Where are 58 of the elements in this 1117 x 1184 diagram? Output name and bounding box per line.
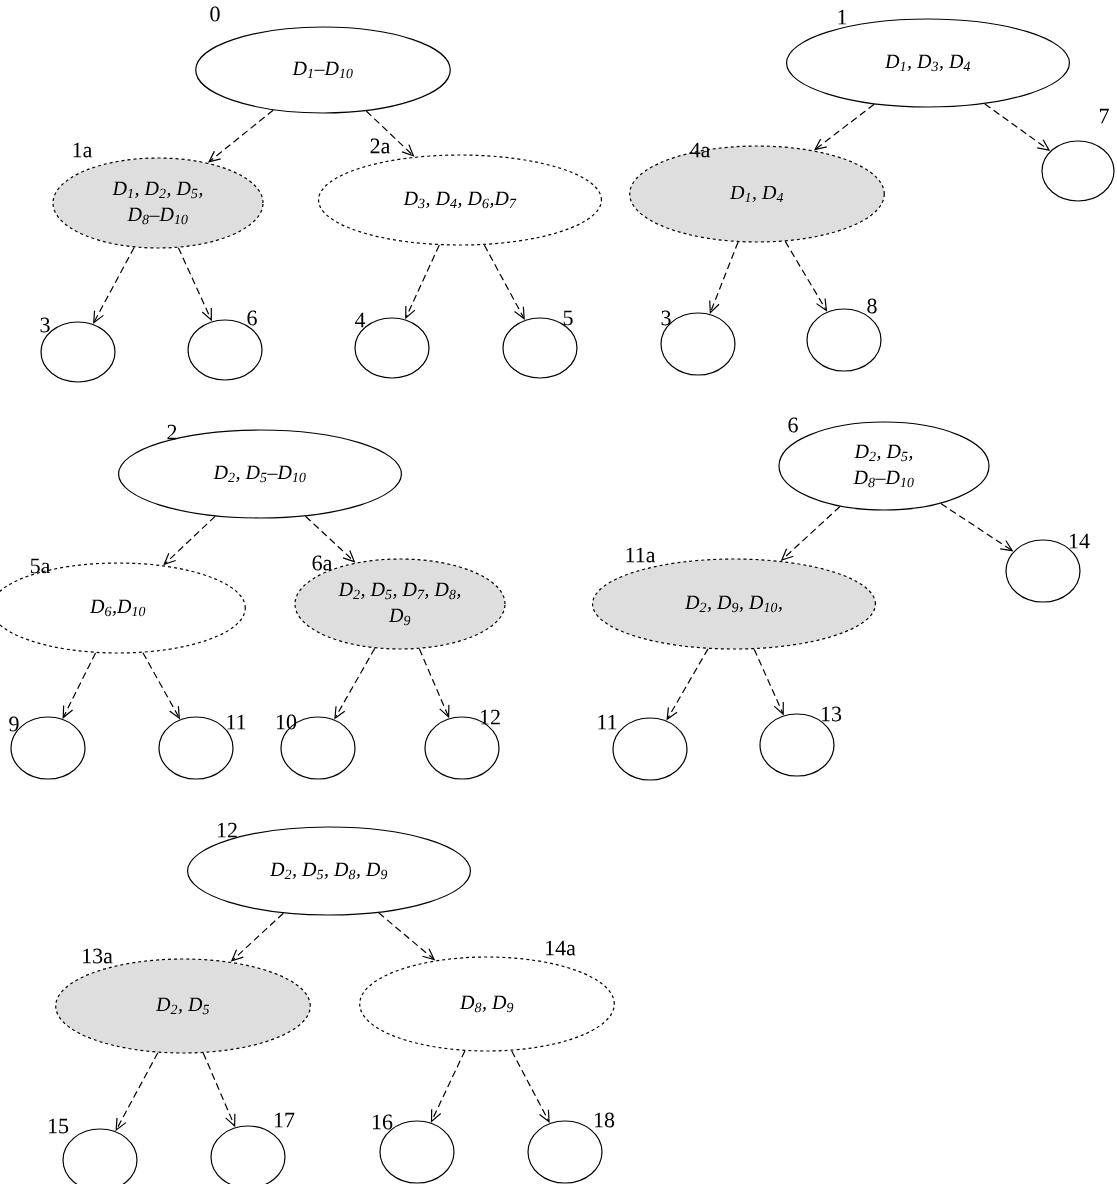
- ellipse-node: D$_{3}$, D$_{4}$, D$_{6}$,D$_{7}$: [317, 154, 602, 246]
- node-number: 15: [48, 1118, 69, 1134]
- arrow: [780, 505, 841, 561]
- node-number: 6: [247, 310, 257, 326]
- arrow: [163, 515, 216, 566]
- node-number: 2: [167, 424, 177, 440]
- arrow: [378, 912, 436, 961]
- arrow: [784, 240, 828, 312]
- node-number: 6a: [312, 555, 333, 571]
- arrow: [365, 110, 415, 157]
- arrow: [813, 103, 875, 151]
- node-number: 13: [821, 706, 842, 722]
- arrow: [430, 1050, 466, 1123]
- node-number: 11: [227, 714, 246, 730]
- node-number: 12: [217, 822, 237, 838]
- ellipse-node: D$_{1}$, D$_{2}$, D$_{5}$, D$_{8}$–D$_{10}$: [52, 157, 264, 249]
- node-number: 14a: [546, 940, 576, 956]
- arrow: [666, 648, 709, 721]
- node-number: 14: [1069, 533, 1090, 549]
- ellipse-node: D$_{1}$–D$_{10}$: [195, 26, 451, 114]
- node-number: 8: [867, 298, 877, 314]
- node-number: 10: [276, 714, 297, 730]
- node-number: 3: [661, 310, 671, 326]
- node-number: 11: [598, 714, 617, 730]
- arrow: [511, 1050, 550, 1124]
- node-number: 5: [563, 310, 573, 326]
- arrow: [93, 246, 135, 324]
- node-number: 16: [372, 1114, 393, 1130]
- arrow: [304, 515, 356, 563]
- node-number: 0: [210, 6, 220, 22]
- node-number: 17: [274, 1112, 295, 1128]
- node-number: 2a: [370, 138, 391, 154]
- node-number: 3: [40, 317, 50, 333]
- arrow: [142, 652, 181, 720]
- arrow: [230, 912, 284, 962]
- node-number: 12: [480, 709, 500, 725]
- ellipse-node: D$_{8}$, D$_{9}$: [359, 956, 615, 1052]
- arrow: [207, 109, 274, 163]
- arrow: [940, 502, 1014, 552]
- arrow: [334, 647, 376, 720]
- arrow: [418, 648, 450, 719]
- arrow: [115, 1052, 159, 1132]
- arrow: [709, 241, 739, 314]
- node-number: 4a: [690, 142, 711, 158]
- node-number: 4: [354, 312, 366, 328]
- node-number: 1a: [73, 142, 93, 158]
- node-number: 18: [594, 1112, 615, 1128]
- arrow: [753, 648, 784, 716]
- arrow: [62, 652, 97, 719]
- arrow: [202, 1052, 236, 1128]
- node-number: 9: [9, 716, 19, 732]
- node-number: 7: [1099, 108, 1109, 124]
- arrow: [405, 244, 440, 320]
- arrow: [177, 247, 212, 322]
- arrow: [483, 244, 525, 320]
- node-number: 5a: [30, 558, 51, 574]
- arrow: [984, 103, 1051, 152]
- node-number: 6: [788, 417, 798, 433]
